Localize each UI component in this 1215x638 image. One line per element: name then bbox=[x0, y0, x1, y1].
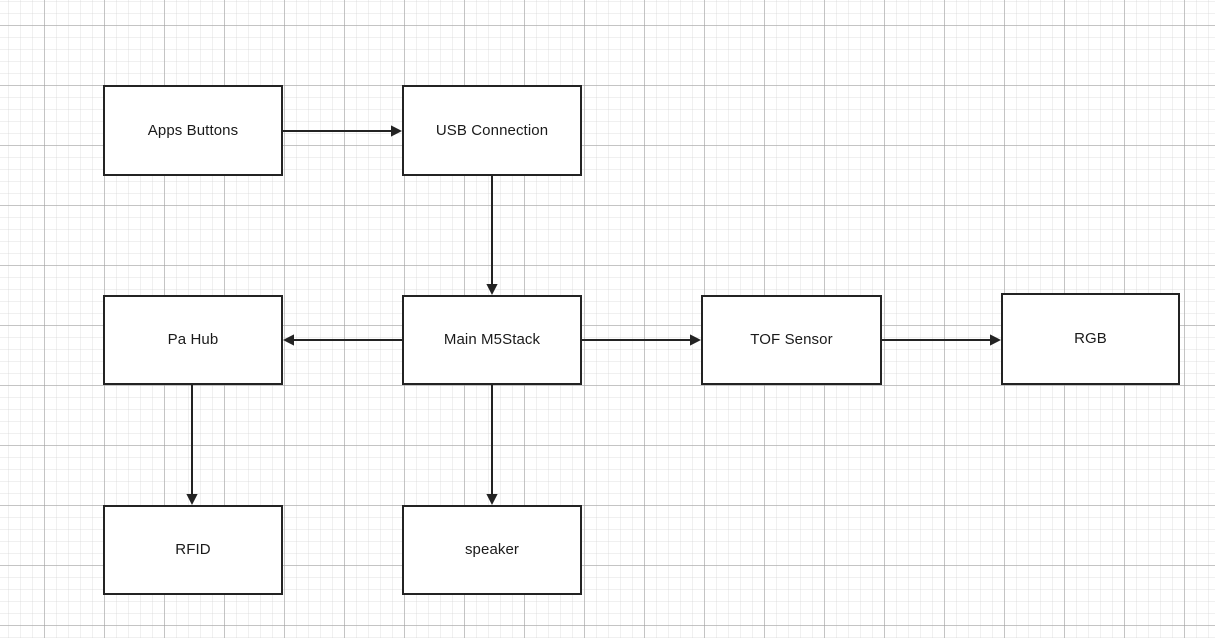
node-speaker[interactable]: speaker bbox=[402, 505, 582, 595]
node-pa-hub[interactable]: Pa Hub bbox=[103, 295, 283, 385]
node-label-apps-buttons: Apps Buttons bbox=[147, 121, 239, 139]
node-label-usb-connection: USB Connection bbox=[435, 121, 549, 139]
arrowhead-icon bbox=[186, 494, 198, 505]
arrowhead-icon bbox=[690, 334, 701, 346]
node-label-rfid: RFID bbox=[175, 541, 211, 558]
edge-apps-to-usb bbox=[283, 125, 402, 137]
arrowhead-icon bbox=[486, 284, 498, 295]
node-label-speaker: speaker bbox=[464, 541, 520, 558]
edge-m5stack-to-pahub bbox=[283, 334, 402, 346]
node-rfid[interactable]: RFID bbox=[103, 505, 283, 595]
arrowhead-icon bbox=[486, 494, 498, 505]
edge-m5stack-to-speaker bbox=[486, 385, 498, 505]
node-label-pa-hub: Pa Hub bbox=[167, 331, 219, 348]
edge-pahub-to-rfid bbox=[186, 385, 198, 505]
node-rgb[interactable]: RGB bbox=[1001, 293, 1180, 385]
arrowhead-icon bbox=[283, 334, 294, 346]
edge-usb-to-m5stack bbox=[486, 176, 498, 295]
node-label-rgb: RGB bbox=[1074, 330, 1107, 347]
arrowhead-icon bbox=[391, 125, 402, 137]
node-label-main-m5stack: Main M5Stack bbox=[443, 331, 541, 348]
edge-m5stack-to-tof bbox=[582, 334, 701, 346]
edge-tof-to-rgb bbox=[882, 334, 1001, 346]
node-usb-connection[interactable]: USB Connection bbox=[402, 85, 582, 176]
node-main-m5stack[interactable]: Main M5Stack bbox=[402, 295, 582, 385]
node-tof-sensor[interactable]: TOF Sensor bbox=[701, 295, 882, 385]
node-label-tof-sensor: TOF Sensor bbox=[750, 331, 833, 348]
arrowhead-icon bbox=[990, 334, 1001, 346]
node-apps-buttons[interactable]: Apps Buttons bbox=[103, 85, 283, 176]
